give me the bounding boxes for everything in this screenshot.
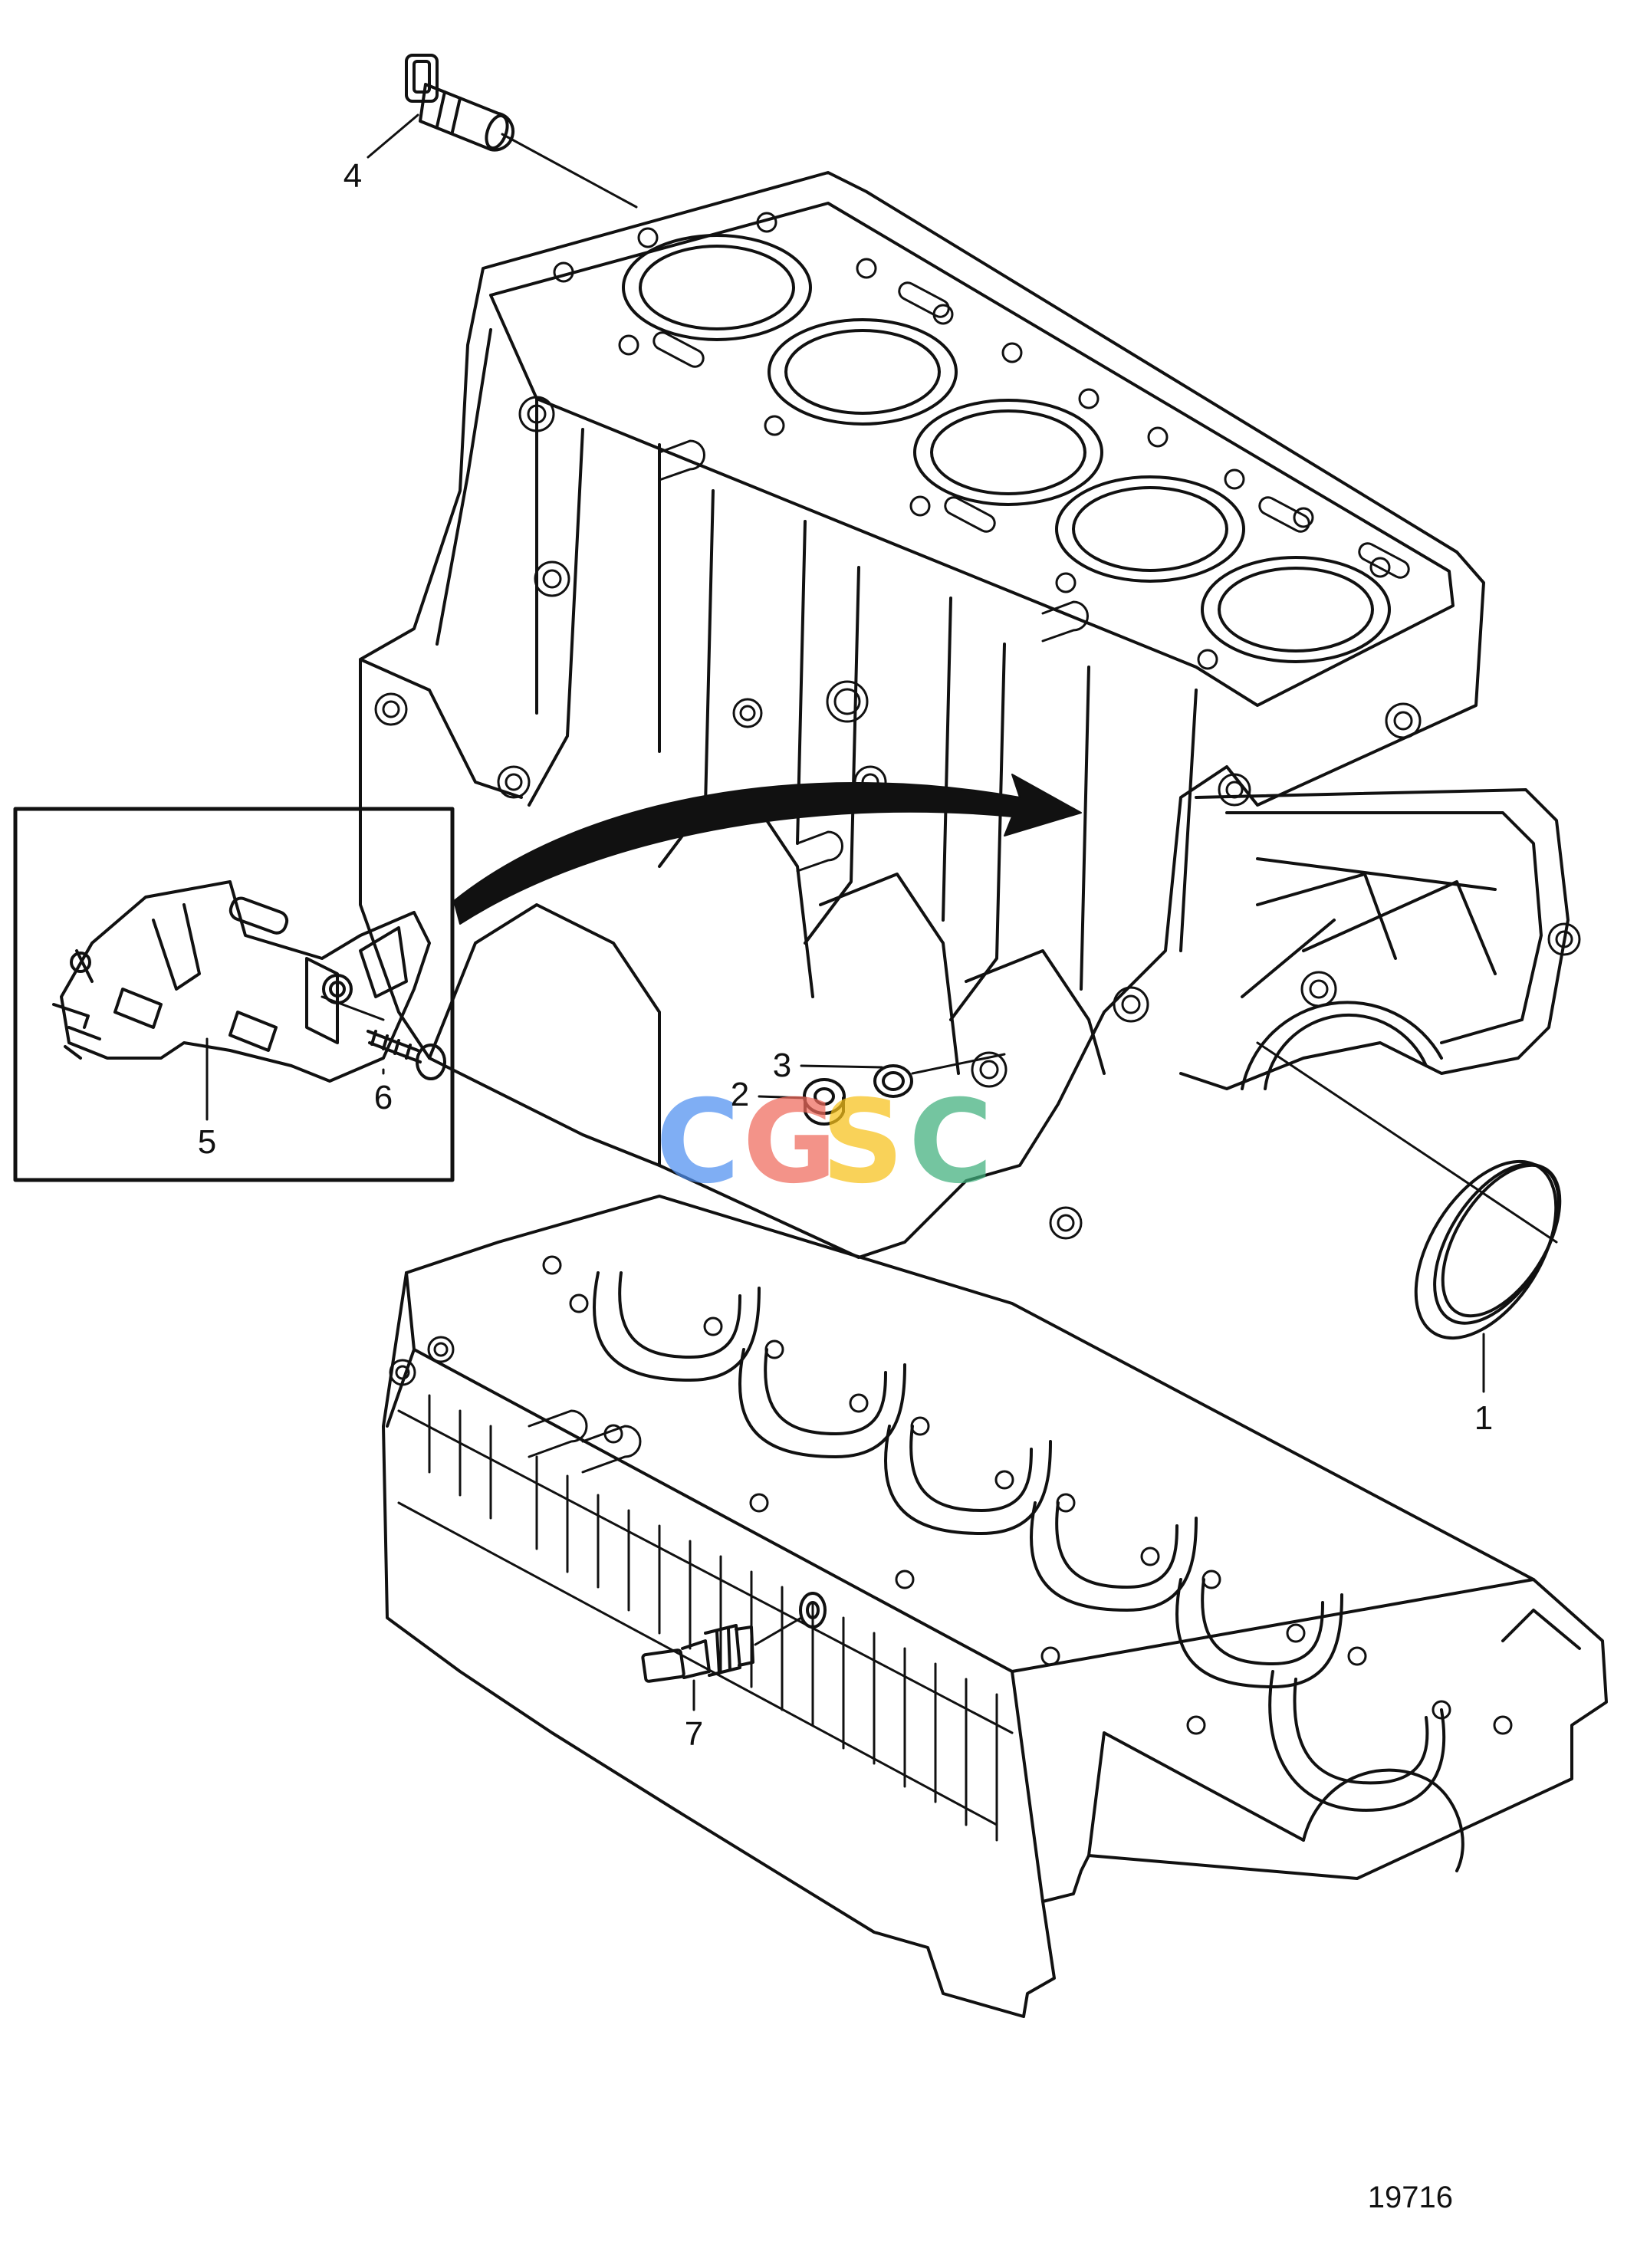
watermark-letter: S: [820, 1076, 905, 1209]
part-4-plug: [405, 54, 515, 152]
part-7-sensor: [641, 1592, 827, 1683]
bearing-saddles: [593, 1271, 1446, 1812]
callout-7: 7: [684, 1715, 704, 1753]
part-1-seal-ring: [1414, 1159, 1562, 1340]
bedplate: [382, 1195, 1608, 2018]
callout-3: 3: [772, 1047, 792, 1084]
cylinder-block: [359, 171, 1581, 1259]
detail-arrow: [453, 774, 1082, 925]
watermark-letter: C: [655, 1076, 741, 1209]
callout-2: 2: [730, 1076, 750, 1113]
callout-1: 1: [1474, 1399, 1494, 1437]
part-3-seal: [873, 1064, 913, 1098]
watermark-letter: C: [908, 1076, 994, 1209]
figure-number: 19716: [1367, 2181, 1453, 2214]
part-2-bushing: [803, 1078, 846, 1126]
cylinder-bores: [622, 234, 1391, 663]
detail-inset: [13, 807, 455, 1182]
watermark-letter: G: [742, 1076, 837, 1209]
callout-5: 5: [197, 1123, 217, 1161]
callout-6: 6: [373, 1079, 393, 1116]
callout-4: 4: [343, 157, 363, 195]
